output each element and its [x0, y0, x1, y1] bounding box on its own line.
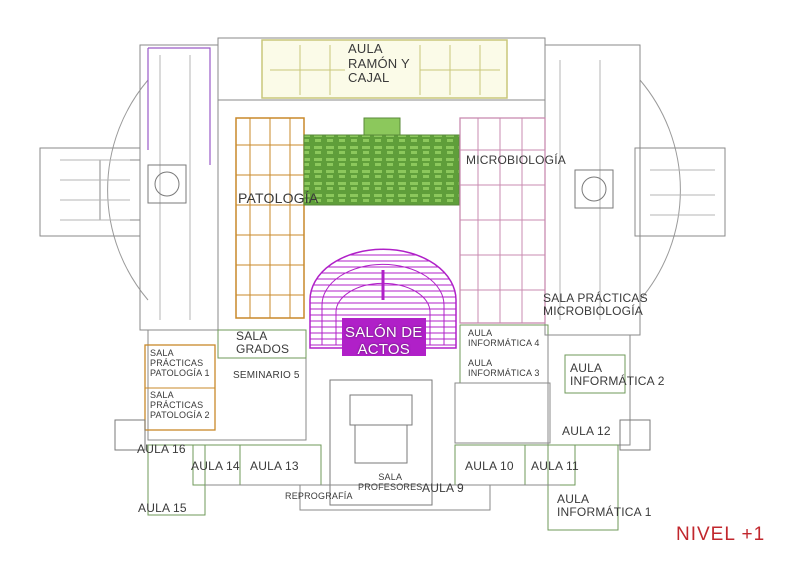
- room-aula-16: AULA 16: [137, 442, 186, 456]
- room-aula-informatica-2: AULA INFORMÁTICA 2: [570, 361, 665, 389]
- room-aula-ramon-cajal: AULA RAMÓN Y CAJAL: [348, 41, 410, 86]
- room-sala-practicas-patologia-1: SALA PRÁCTICAS PATOLOGÍA 1: [150, 348, 210, 379]
- room-sala-grados: SALA GRADOS: [236, 329, 290, 357]
- level-indicator: NIVEL +1: [676, 524, 766, 545]
- room-aula-9: AULA 9: [422, 481, 464, 495]
- room-reprografia: REPROGRAFÍA: [285, 491, 353, 501]
- room-aula-13: AULA 13: [250, 459, 299, 473]
- room-seminario-5: SEMINARIO 5: [233, 370, 300, 381]
- purple-stair-wing: [147, 47, 211, 165]
- room-salon-de-actos: SALÓN DE ACTOS: [345, 324, 423, 358]
- room-sala-profesores: SALA PROFESORES: [358, 472, 423, 493]
- north-block: [217, 37, 546, 101]
- practice-rooms-pathology: [144, 344, 216, 431]
- room-aula-14: AULA 14: [191, 459, 240, 473]
- room-aula-informatica-3: AULA INFORMÁTICA 3: [468, 358, 540, 379]
- room-sala-practicas-patologia-2: SALA PRÁCTICAS PATOLOGÍA 2: [150, 390, 210, 421]
- room-aula-11: AULA 11: [531, 459, 579, 473]
- room-sala-practicas-microbiologia: SALA PRÁCTICAS MICROBIOLOGÍA: [543, 291, 648, 319]
- green-courtyard: [303, 117, 460, 206]
- room-aula-informatica-4: AULA INFORMÁTICA 4: [468, 328, 540, 349]
- pathology-block: [235, 117, 305, 319]
- south-block: [114, 379, 651, 531]
- room-patologia: PATOLOGÍA: [238, 190, 319, 206]
- auditorium: [309, 248, 457, 356]
- west-wing: [39, 44, 219, 331]
- room-aula-12: AULA 12: [562, 424, 611, 438]
- room-aula-informatica-1: AULA INFORMÁTICA 1: [557, 492, 652, 520]
- microbiology-block: [459, 117, 546, 324]
- room-aula-10: AULA 10: [465, 459, 514, 473]
- room-microbiologia: MICROBIOLOGÍA: [466, 153, 566, 167]
- room-aula-15: AULA 15: [138, 501, 187, 515]
